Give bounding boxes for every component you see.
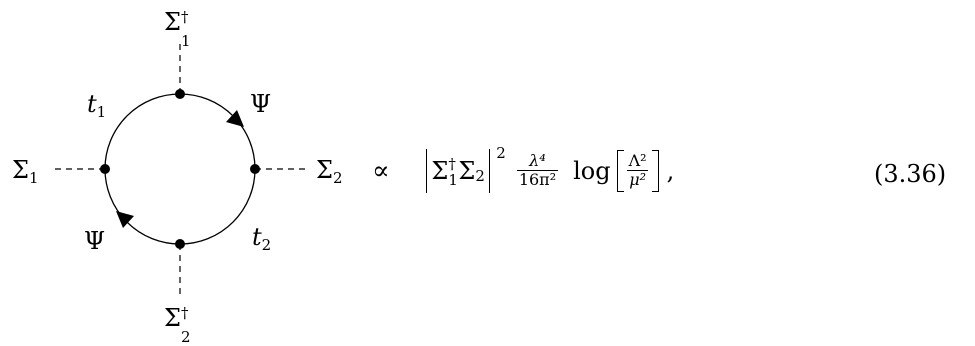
fraction-numerator: Λ² <box>628 151 647 171</box>
feynman-diagram <box>52 42 305 295</box>
sigma2-symbol: Σ <box>458 157 476 185</box>
vertex-bottom <box>175 239 185 249</box>
sigma-symbol: Σ <box>164 8 181 36</box>
index-sub: 2 <box>261 236 272 255</box>
equation-number: (3.36) <box>874 160 947 188</box>
vertex-left <box>100 164 110 174</box>
log-argument-fraction: Λ² μ² <box>627 151 649 190</box>
bracket-left <box>616 150 624 192</box>
label-psi-upper: Ψ <box>250 90 272 118</box>
dagger-sup: † <box>448 155 456 173</box>
index-sub: 2 <box>332 169 343 188</box>
trailing-comma: , <box>666 157 675 185</box>
vertex-right <box>250 164 260 174</box>
fraction-numerator: λ⁴ <box>529 151 546 171</box>
sigma-symbol: Σ <box>316 156 333 184</box>
bracket-right <box>651 150 659 192</box>
label-psi-lower: Ψ <box>84 227 106 255</box>
sigma-symbol: Σ <box>164 304 181 332</box>
abs-power: 2 <box>496 144 506 162</box>
log-operator: log <box>573 157 611 185</box>
arrow-lower-left <box>116 211 134 228</box>
sup-sub-stack: †1 <box>448 155 458 189</box>
sigma1-symbol: Σ <box>431 157 449 185</box>
abs-bar-right <box>488 149 491 193</box>
arrow-upper-right <box>226 110 244 127</box>
coupling-fraction: λ⁴ 16π² <box>516 151 559 190</box>
index-sub: 1 <box>96 103 107 122</box>
index-sub: 2 <box>180 327 191 346</box>
abs-bar-left <box>426 149 428 193</box>
dagger-sup: † <box>180 7 189 26</box>
label-t2: t2 <box>252 223 271 253</box>
label-sigma2-dagger-bottom: Σ† 2 <box>164 304 191 344</box>
label-sigma2-right: Σ2 <box>316 156 343 186</box>
label-sigma1-dagger-top: Σ† 1 <box>164 8 191 48</box>
index-sub: 1 <box>448 171 458 189</box>
index-sub: 1 <box>180 31 191 50</box>
vertex-top <box>175 89 185 99</box>
t-symbol: t <box>252 223 262 251</box>
label-t1: t1 <box>87 90 106 120</box>
sigma-symbol: Σ <box>12 156 29 184</box>
t-symbol: t <box>87 90 97 118</box>
fraction-denominator: μ² <box>627 170 648 190</box>
label-sigma1-left: Σ1 <box>12 156 39 186</box>
fraction-denominator: 16π² <box>516 170 559 190</box>
proportional-symbol: ∝ <box>372 156 390 186</box>
dagger-sup: † <box>180 303 189 322</box>
index-sub: 1 <box>28 169 39 188</box>
